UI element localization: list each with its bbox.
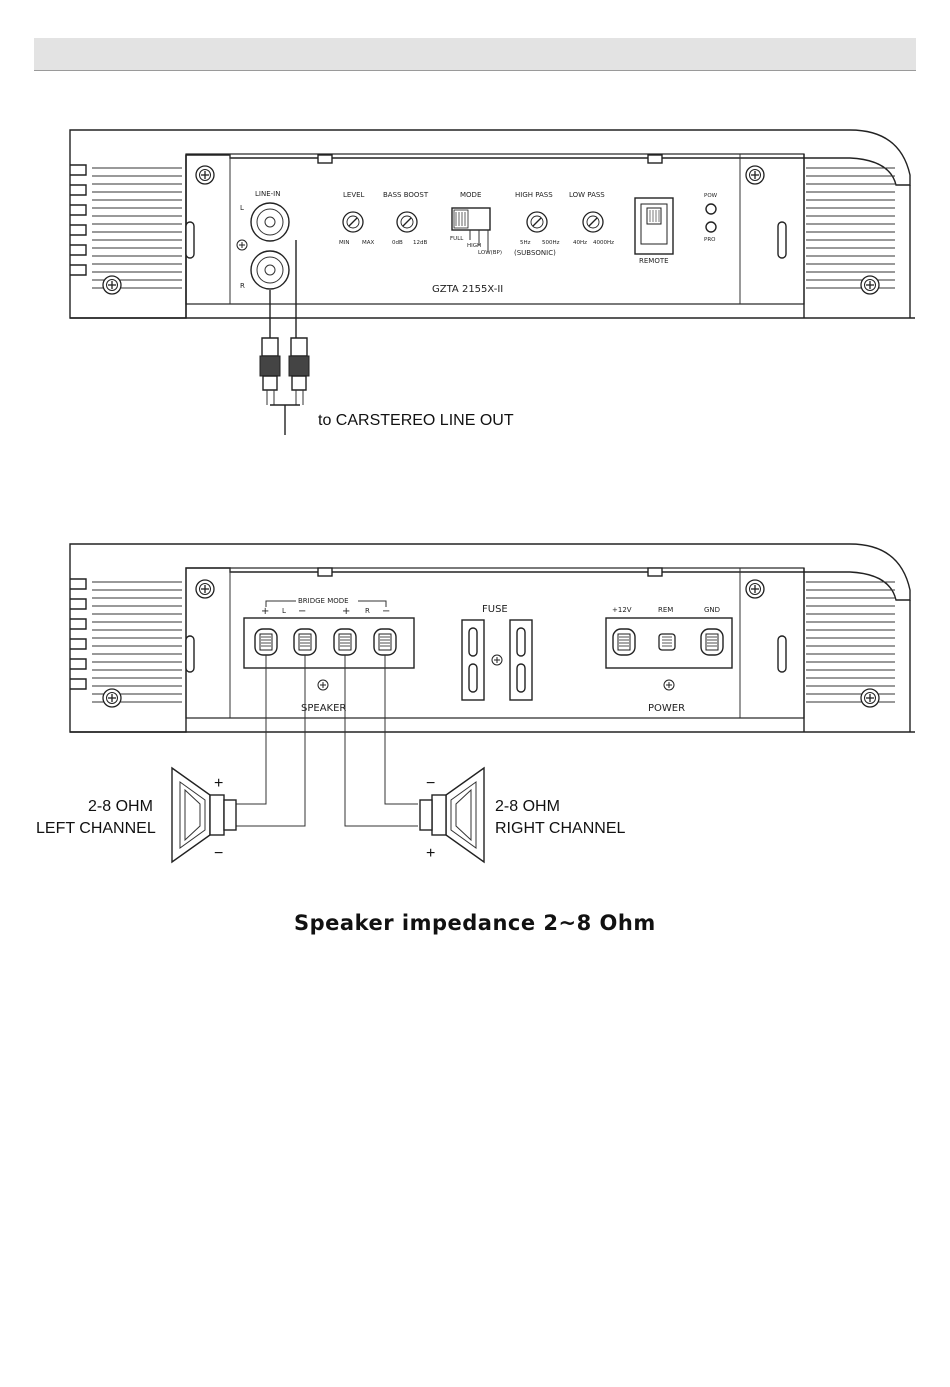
screw-icon bbox=[102, 275, 122, 295]
power-label: POWER bbox=[648, 703, 685, 714]
left-channel-label: LEFT CHANNEL bbox=[36, 820, 156, 837]
remote-label: REMOTE bbox=[639, 257, 669, 265]
pow-led-icon bbox=[705, 203, 717, 215]
right-ohm-label: 2-8 OHM bbox=[495, 798, 560, 815]
channel-r-label: R bbox=[240, 282, 245, 290]
speaker-wires bbox=[236, 655, 418, 827]
terminal-plus-r-label: + bbox=[342, 606, 350, 617]
screw-icon bbox=[317, 679, 329, 691]
power-terminal-icon bbox=[700, 628, 724, 656]
channel-l-label: L bbox=[240, 204, 244, 212]
bass-12db-label: 12dB bbox=[413, 240, 427, 246]
screw-icon bbox=[745, 165, 765, 185]
high-pass-knob-icon bbox=[526, 211, 548, 233]
terminal-r-label: R bbox=[365, 607, 370, 615]
level-knob-icon bbox=[342, 211, 364, 233]
right-minus-label: − bbox=[426, 775, 435, 792]
right-speaker-icon bbox=[419, 766, 485, 864]
power-terminal-icon bbox=[612, 628, 636, 656]
screw-icon bbox=[745, 579, 765, 599]
right-channel-label: RIGHT CHANNEL bbox=[495, 820, 625, 837]
screw-icon bbox=[663, 679, 675, 691]
bass-boost-knob-icon bbox=[396, 211, 418, 233]
bass-boost-label: BASS BOOST bbox=[383, 191, 429, 199]
terminal-l-label: L bbox=[282, 607, 286, 615]
level-max-label: MAX bbox=[362, 240, 375, 246]
heatsink-right-icon bbox=[92, 581, 895, 703]
header-bar bbox=[34, 38, 916, 71]
screw-icon bbox=[860, 688, 880, 708]
power-rem-label: REM bbox=[658, 606, 673, 614]
screw-icon bbox=[102, 688, 122, 708]
mode-high-label: HIGH bbox=[467, 243, 481, 249]
amplifier-front-panel: LINE-IN L R LEVEL MIN MAX BASS BOOST 0dB… bbox=[69, 129, 915, 319]
bass-0db-label: 0dB bbox=[392, 240, 403, 246]
screw-icon bbox=[860, 275, 880, 295]
right-plus-label: + bbox=[426, 845, 435, 862]
screw-icon bbox=[195, 579, 215, 599]
rca-cable-icon bbox=[259, 240, 310, 435]
power-12v-label: +12V bbox=[612, 606, 632, 614]
speaker-terminal-icon bbox=[333, 628, 357, 656]
remote-port-icon bbox=[634, 197, 674, 255]
level-label: LEVEL bbox=[343, 191, 365, 199]
model-label: GZTA 2155X-II bbox=[432, 284, 503, 295]
speaker-terminal-icon bbox=[254, 628, 278, 656]
high-pass-label: HIGH PASS bbox=[515, 191, 553, 199]
terminal-plus-l-label: + bbox=[261, 606, 269, 617]
mode-switch-icon bbox=[451, 207, 491, 252]
mode-low-label: LOW(BP) bbox=[478, 250, 502, 256]
speaker-terminal-icon bbox=[373, 628, 397, 656]
pow-label: POW bbox=[704, 193, 718, 199]
heatsink-left-icon bbox=[69, 578, 87, 690]
terminal-minus-r-label: − bbox=[382, 606, 390, 617]
left-ohm-label: 2-8 OHM bbox=[88, 798, 153, 815]
low-pass-knob-icon bbox=[582, 211, 604, 233]
caption: Speaker impedance 2~8 Ohm bbox=[294, 911, 656, 935]
left-plus-label: + bbox=[214, 775, 223, 792]
screw-icon bbox=[491, 654, 503, 666]
line-in-label: LINE-IN bbox=[255, 190, 280, 198]
pro-led-icon bbox=[705, 221, 717, 233]
terminal-minus-l-label: − bbox=[298, 606, 306, 617]
fuse-label: FUSE bbox=[482, 604, 508, 615]
heatsink-left-icon bbox=[69, 164, 87, 276]
screw-icon bbox=[195, 165, 215, 185]
left-minus-label: − bbox=[214, 845, 223, 862]
pro-label: PRO bbox=[704, 237, 716, 243]
cable-label: to CARSTEREO LINE OUT bbox=[318, 412, 514, 429]
left-speaker-icon bbox=[171, 766, 237, 864]
amplifier-rear-panel: BRIDGE MODE + L − + R − SPEAKER FUSE +12… bbox=[69, 543, 915, 733]
power-gnd-label: GND bbox=[704, 606, 720, 614]
lp-40hz-label: 40Hz bbox=[573, 240, 587, 246]
hp-500hz-label: 500Hz bbox=[542, 240, 560, 246]
hp-5hz-label: 5Hz bbox=[520, 240, 531, 246]
speaker-terminal-icon bbox=[293, 628, 317, 656]
rca-jack-right bbox=[250, 250, 290, 290]
speaker-label: SPEAKER bbox=[301, 703, 346, 714]
heatsink-right-icon bbox=[92, 167, 895, 289]
level-min-label: MIN bbox=[339, 240, 349, 246]
mode-label: MODE bbox=[460, 191, 481, 199]
rca-jack-left bbox=[250, 202, 290, 242]
rem-terminal-icon bbox=[658, 633, 676, 651]
low-pass-label: LOW PASS bbox=[569, 191, 605, 199]
mode-full-label: FULL bbox=[450, 236, 464, 242]
fuse-icon bbox=[461, 619, 533, 701]
screw-icon bbox=[236, 239, 248, 251]
lp-4000hz-label: 4000Hz bbox=[593, 240, 614, 246]
subsonic-label: (SUBSONIC) bbox=[514, 249, 556, 257]
bridge-mode-label: BRIDGE MODE bbox=[298, 597, 349, 605]
